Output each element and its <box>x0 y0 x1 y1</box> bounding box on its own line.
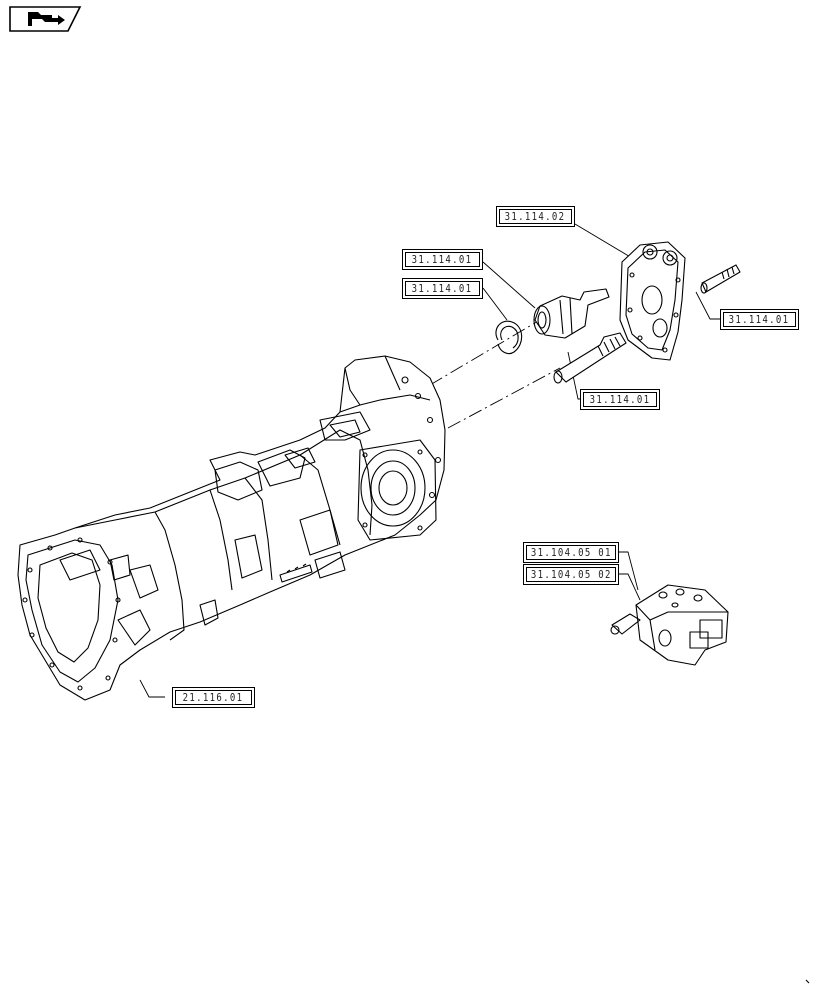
stray-mark <box>805 979 810 984</box>
callout-housing[interactable]: 21.116.01 <box>172 687 255 708</box>
callout-cover-plate[interactable]: 31.114.02 <box>496 206 575 227</box>
coupler <box>533 288 610 339</box>
callout-label: 21.116.01 <box>183 691 244 704</box>
callout-snap-ring[interactable]: 31.114.01 <box>402 278 483 299</box>
callout-label: 31.114.02 <box>505 210 566 223</box>
transmission-housing <box>17 355 446 701</box>
callout-label: 31.114.01 <box>729 313 790 326</box>
long-shaft <box>553 332 627 384</box>
valve-block <box>610 584 729 666</box>
callout-coupler[interactable]: 31.114.01 <box>402 249 483 270</box>
callout-label: 31.104.05 01 <box>530 546 612 559</box>
callout-valve-2[interactable]: 31.104.05 02 <box>523 564 619 585</box>
callout-label: 31.114.01 <box>412 253 473 266</box>
callout-label: 31.114.01 <box>412 282 473 295</box>
flag-arrow-icon[interactable] <box>8 5 82 33</box>
callout-label: 31.114.01 <box>589 393 651 406</box>
snap-ring <box>495 320 523 355</box>
cover-plate <box>619 241 686 361</box>
callout-long-shaft[interactable]: 31.114.01 <box>580 389 660 410</box>
callout-label: 31.104.05 02 <box>530 568 612 581</box>
callout-valve-1[interactable]: 31.104.05 01 <box>523 542 619 563</box>
callout-short-shaft[interactable]: 31.114.01 <box>720 309 799 330</box>
short-shaft <box>700 264 741 294</box>
assembly-axis-lines <box>429 319 561 429</box>
